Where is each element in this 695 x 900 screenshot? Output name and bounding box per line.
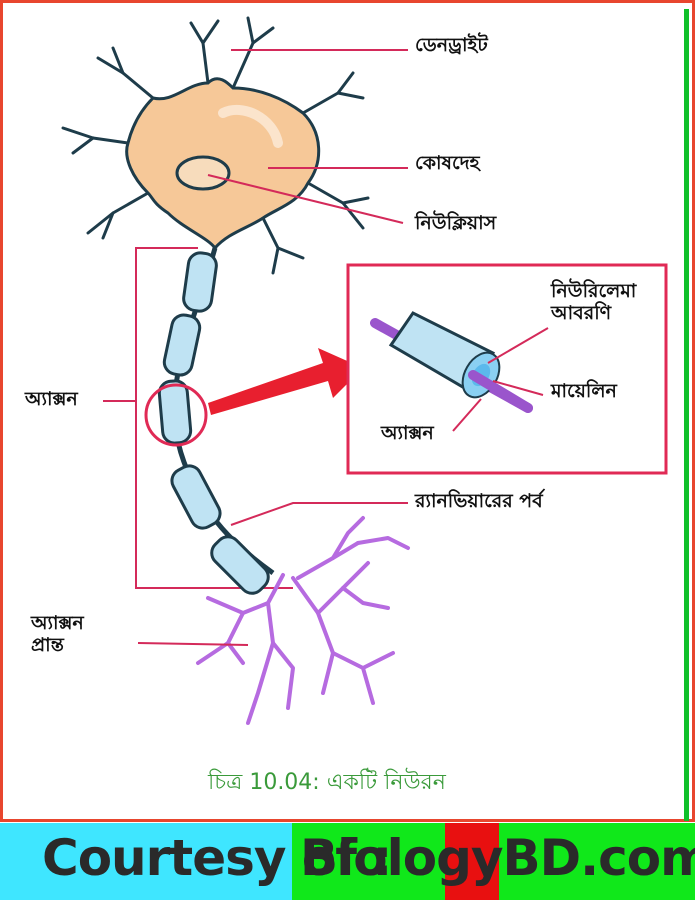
neuron-diagram [61,16,668,725]
label-axon-inset: অ্যাক্সন [381,422,434,444]
zoom-arrow [208,348,363,415]
pointer-lines [103,49,408,646]
site-link[interactable]: BiologyBD.com [300,829,695,887]
inset-box [346,263,668,475]
label-dendrite: ডেনড্রাইট [415,34,488,56]
banner-segment-green-2 [499,823,695,900]
banner-segment-green [292,823,445,900]
label-myelin: মায়েলিন [551,380,617,402]
axon-bracket [135,247,293,589]
label-node-of-ranvier: র‍্যানভিয়ারের পর্ব [415,490,543,512]
inset-pointer-lines [452,327,549,432]
banner-segment-cyan [0,823,292,900]
nucleus [175,155,231,191]
banner-segment-red [445,823,499,900]
label-neurilemma: নিউরিলেমা আবরণি [551,280,637,324]
figure-frame: ডেনড্রাইট কোষদেহ নিউক্লিয়াস নিউরিলেমা আ… [0,0,695,822]
figure-caption: চিত্র 10.04: একটি নিউরন [208,770,446,795]
zoom-circle [144,383,208,447]
dendrites [61,16,370,275]
axon-segments [157,251,270,595]
inset-axon [370,311,533,413]
courtesy-banner: Courtesy of : BiologyBD.com [0,823,695,900]
label-axon-terminal: অ্যাক্সন প্রান্ত [31,612,84,656]
label-cell-body: কোষদেহ [415,152,480,174]
right-accent-line [684,9,689,821]
label-nucleus: নিউক্লিয়াস [415,212,497,234]
label-axon: অ্যাক্সন [25,388,78,410]
axon-terminals [196,516,410,725]
courtesy-text: Courtesy of : [42,829,392,887]
